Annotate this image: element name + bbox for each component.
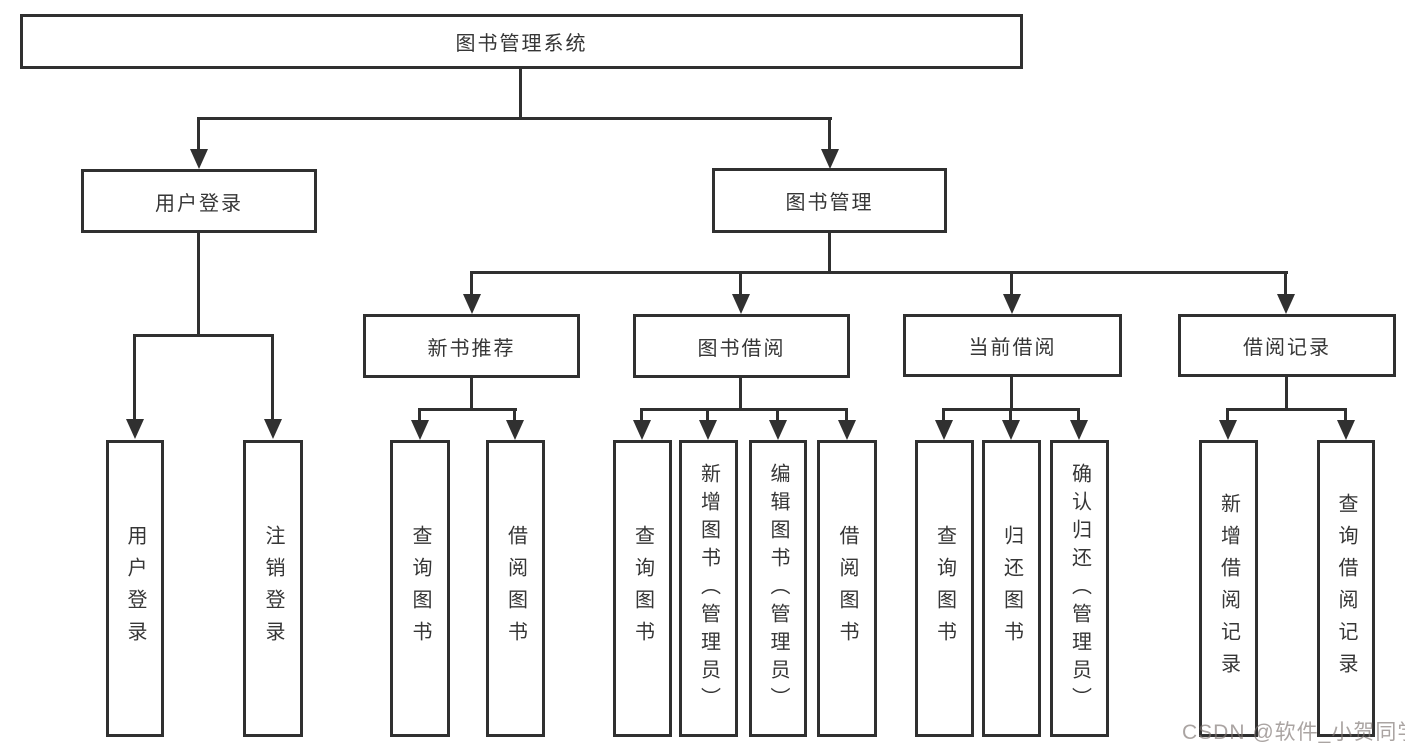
connector-user-login-stub xyxy=(197,233,200,336)
connector-to-nbr-query-line xyxy=(418,408,421,422)
node-book-borrow: 图书借阅 xyxy=(633,314,850,378)
leaf-bb-add-books-admin-label: 新增图书（管理员） xyxy=(697,462,720,715)
connector-to-cb-confirm-line xyxy=(1077,408,1080,422)
connector-root-hline xyxy=(197,117,832,120)
leaf-bb-edit-books-admin-label: 编辑图书（管理员） xyxy=(767,462,789,715)
arrowhead-to-borrow-records xyxy=(1277,294,1295,314)
node-user-login-label: 用户登录 xyxy=(155,192,243,215)
connector-bb-hline xyxy=(640,408,848,411)
node-current-borrow: 当前借阅 xyxy=(903,314,1122,377)
connector-to-bb-add-line xyxy=(706,408,709,422)
leaf-br-query-record-label: 查询借阅记录 xyxy=(1335,492,1357,685)
connector-to-new-book-recommend-line xyxy=(470,271,473,297)
leaf-logout: 注销登录 xyxy=(243,440,303,737)
arrowhead-to-book-borrow xyxy=(732,294,750,314)
arrowhead-to-bb-edit xyxy=(769,420,787,440)
leaf-bb-edit-books-admin: 编辑图书（管理员） xyxy=(749,440,807,737)
node-borrow-records-label: 借阅记录 xyxy=(1243,337,1331,359)
node-book-management-label: 图书管理 xyxy=(785,192,874,214)
connector-root-stub xyxy=(519,69,522,119)
connector-to-bb-query-line xyxy=(640,408,643,422)
connector-br-hline xyxy=(1226,408,1347,411)
leaf-cb-confirm-return-admin: 确认归还（管理员） xyxy=(1050,440,1109,737)
node-borrow-records: 借阅记录 xyxy=(1178,314,1396,377)
connector-nbr-stub xyxy=(470,378,473,411)
csdn-watermark: CSDN @软件_小贺同学 xyxy=(1182,721,1405,744)
connector-to-book-borrow-line xyxy=(739,271,742,297)
node-book-borrow-label: 图书借阅 xyxy=(697,337,786,360)
arrowhead-to-bb-borrow xyxy=(838,420,856,440)
leaf-bb-borrow-books-label: 借阅图书 xyxy=(836,524,858,653)
connector-bb-stub xyxy=(739,378,742,411)
arrowhead-to-user-login xyxy=(190,149,208,169)
leaf-bb-add-books-admin: 新增图书（管理员） xyxy=(679,440,738,737)
leaf-cb-query-books: 查询图书 xyxy=(915,440,974,737)
connector-to-current-borrow-line xyxy=(1010,271,1013,297)
arrowhead-to-current-borrow xyxy=(1003,294,1021,314)
node-user-login: 用户登录 xyxy=(81,169,317,233)
connector-to-cb-query-line xyxy=(942,408,945,422)
connector-book-management-hline xyxy=(470,271,1288,274)
connector-to-book-management-line xyxy=(828,117,831,151)
node-new-book-recommend-label: 新书推荐 xyxy=(427,337,516,360)
arrowhead-to-bb-query xyxy=(633,420,651,440)
node-system-root: 图书管理系统 xyxy=(20,14,1023,69)
connector-to-borrow-records-line xyxy=(1284,271,1287,297)
connector-to-leaf-logout-line xyxy=(271,334,274,421)
arrowhead-to-nbr-query xyxy=(411,420,429,440)
arrowhead-to-leaf-logout xyxy=(264,419,282,439)
arrowhead-to-nbr-borrow xyxy=(506,420,524,440)
connector-to-bb-borrow-line xyxy=(845,408,848,422)
connector-to-leaf-user-login-line xyxy=(133,334,136,421)
connector-to-user-login-line xyxy=(197,117,200,151)
leaf-bb-query-books-label: 查询图书 xyxy=(631,524,654,653)
leaf-bb-query-books: 查询图书 xyxy=(613,440,672,737)
leaf-user-login: 用户登录 xyxy=(106,440,164,737)
leaf-nbr-query-books-label: 查询图书 xyxy=(409,524,431,653)
leaf-nbr-borrow-books-label: 借阅图书 xyxy=(504,524,527,653)
connector-cb-stub xyxy=(1010,377,1013,411)
connector-user-login-hline xyxy=(133,334,274,337)
node-current-borrow-label: 当前借阅 xyxy=(968,337,1057,359)
arrowhead-to-br-add xyxy=(1219,420,1237,440)
leaf-nbr-query-books: 查询图书 xyxy=(390,440,450,737)
arrowhead-to-book-management xyxy=(821,149,839,169)
connector-to-br-query-line xyxy=(1344,408,1347,422)
leaf-bb-borrow-books: 借阅图书 xyxy=(817,440,877,737)
leaf-cb-query-books-label: 查询图书 xyxy=(933,524,956,653)
node-new-book-recommend: 新书推荐 xyxy=(363,314,580,378)
connector-nbr-hline xyxy=(418,408,517,411)
arrowhead-to-br-query xyxy=(1337,420,1355,440)
arrowhead-to-leaf-user-login xyxy=(126,419,144,439)
leaf-br-add-record: 新增借阅记录 xyxy=(1199,440,1258,737)
leaf-br-add-record-label: 新增借阅记录 xyxy=(1217,492,1240,685)
leaf-logout-label: 注销登录 xyxy=(262,524,284,653)
connector-to-nbr-borrow-line xyxy=(513,408,516,422)
leaf-user-login-label: 用户登录 xyxy=(124,524,146,653)
leaf-cb-return-books-label: 归还图书 xyxy=(1000,524,1023,653)
leaf-cb-confirm-return-admin-label: 确认归还（管理员） xyxy=(1068,462,1091,715)
arrowhead-to-cb-return xyxy=(1002,420,1020,440)
leaf-br-query-record: 查询借阅记录 xyxy=(1317,440,1375,737)
arrowhead-to-cb-confirm xyxy=(1070,420,1088,440)
leaf-nbr-borrow-books: 借阅图书 xyxy=(486,440,545,737)
connector-to-cb-return-line xyxy=(1009,408,1012,422)
node-book-management: 图书管理 xyxy=(712,168,947,233)
connector-br-stub xyxy=(1285,377,1288,411)
node-system-root-label: 图书管理系统 xyxy=(455,33,588,55)
connector-book-management-stub xyxy=(828,233,831,273)
arrowhead-to-bb-add xyxy=(699,420,717,440)
arrowhead-to-cb-query xyxy=(935,420,953,440)
connector-to-br-add-line xyxy=(1226,408,1229,422)
connector-to-bb-edit-line xyxy=(776,408,779,422)
arrowhead-to-new-book-recommend xyxy=(463,294,481,314)
leaf-cb-return-books: 归还图书 xyxy=(982,440,1041,737)
